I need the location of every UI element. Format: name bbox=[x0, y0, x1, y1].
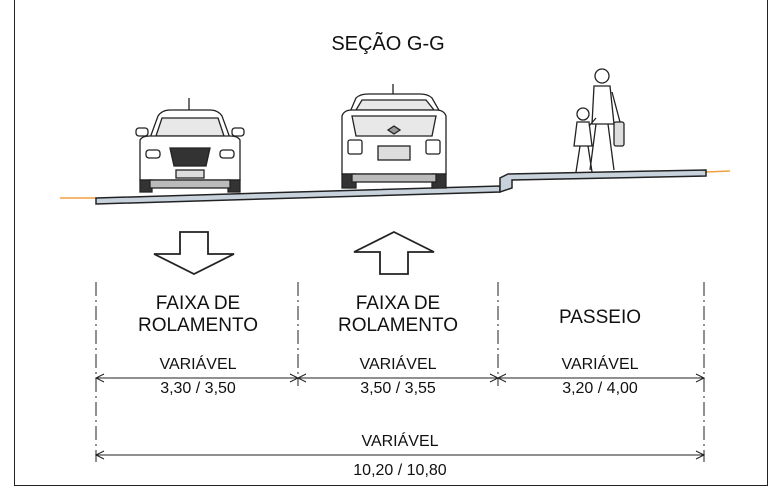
lane1-name-line2: ROLAMENTO bbox=[137, 315, 258, 336]
arrow-up-icon bbox=[353, 230, 435, 275]
lane2-name-line1: FAIXA DE bbox=[355, 293, 441, 314]
lane1-dim-label: VARIÁVEL bbox=[159, 356, 237, 373]
dimension-line-partial bbox=[94, 373, 706, 383]
road-slab bbox=[95, 185, 501, 205]
pedestrians-icon bbox=[573, 68, 625, 173]
arrow-down-icon bbox=[153, 231, 235, 276]
lane1-name-line1: FAIXA DE bbox=[155, 293, 241, 314]
page-title: SEÇÃO G-G bbox=[331, 33, 445, 55]
car-rear-icon bbox=[341, 84, 447, 189]
lane2-name-line2: ROLAMENTO bbox=[337, 315, 458, 336]
dimension-line-total bbox=[94, 450, 706, 460]
total-dim-value: 10,20 / 10,80 bbox=[353, 462, 447, 479]
sidewalk-slab bbox=[499, 169, 707, 194]
sidewalk-dim-value: 3,20 / 4,00 bbox=[562, 380, 638, 397]
total-dim-label: VARIÁVEL bbox=[361, 433, 439, 450]
lane2-dim-label: VARIÁVEL bbox=[359, 356, 437, 373]
sidewalk-dim-label: VARIÁVEL bbox=[561, 356, 639, 373]
car-front-icon bbox=[135, 98, 245, 193]
lane2-dim-value: 3,50 / 3,55 bbox=[360, 380, 436, 397]
ground-line-right bbox=[705, 170, 731, 173]
lane1-dim-value: 3,30 / 3,50 bbox=[160, 380, 236, 397]
sidewalk-name: PASSEIO bbox=[558, 307, 641, 328]
drawing-frame bbox=[14, 0, 768, 486]
